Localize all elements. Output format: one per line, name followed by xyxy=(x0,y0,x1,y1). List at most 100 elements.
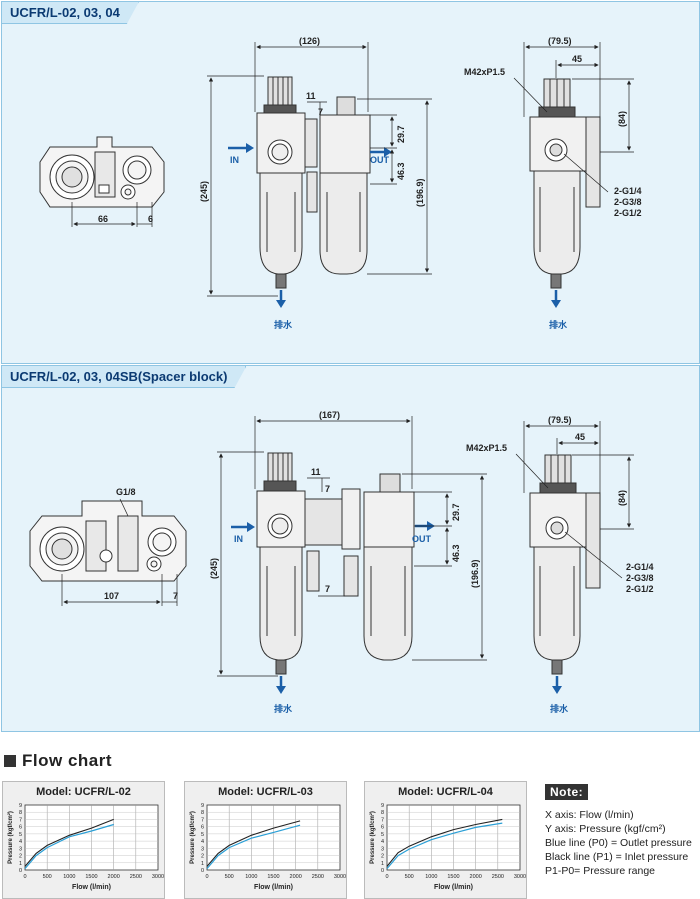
port-2: 2-G3/8 xyxy=(614,197,642,207)
y-tick-label: 4 xyxy=(201,839,204,845)
y-tick-label: 6 xyxy=(381,825,384,831)
dim-7-bottom: 7 xyxy=(173,591,178,601)
y-tick-label: 0 xyxy=(19,868,22,874)
y-axis-label: Pressure (kgf/cm²) xyxy=(369,811,376,864)
g18-label: G1/8 xyxy=(116,487,136,497)
y-tick-label: 8 xyxy=(201,810,204,816)
x-tick-label: 1500 xyxy=(85,874,97,880)
drawing-panel-2: 107 7 G1/8 IN OUT 排水 xyxy=(1,365,700,732)
section-title-1: UCFR/L-02, 03, 04 xyxy=(2,2,139,24)
dim-245: (245) xyxy=(199,181,209,202)
drawing-2: 107 7 G1/8 IN OUT 排水 xyxy=(29,410,654,714)
y-tick-label: 7 xyxy=(201,817,204,823)
y-tick-label: 0 xyxy=(201,868,204,874)
x-tick-label: 2000 xyxy=(470,874,482,880)
side-view xyxy=(529,78,601,289)
port-2-2: 2-G3/8 xyxy=(626,573,654,583)
y-tick-label: 9 xyxy=(19,803,22,809)
drain-arrow-2 xyxy=(276,676,286,694)
note-line-4: Black line (P1) = Inlet pressure xyxy=(545,851,689,863)
front-view-2 xyxy=(256,452,415,675)
port-1-2: 2-G1/4 xyxy=(626,562,654,572)
note-line-5: P1-P0= Pressure range xyxy=(545,865,656,877)
in-arrow-2 xyxy=(231,522,255,532)
x-tick-label: 3000 xyxy=(514,874,526,880)
side-drain-arrow-2 xyxy=(552,676,562,694)
series-outlet-pressure xyxy=(24,823,114,869)
y-tick-label: 1 xyxy=(381,861,384,867)
y-tick-label: 4 xyxy=(381,839,384,845)
y-axis-label: Pressure (kgf/cm²) xyxy=(189,811,196,864)
y-tick-label: 8 xyxy=(381,810,384,816)
y-tick-label: 1 xyxy=(19,861,22,867)
side-dim-45: 45 xyxy=(572,54,582,64)
dim-11: 11 xyxy=(306,91,316,101)
x-axis-label: Flow (l/min) xyxy=(72,884,111,891)
dim-7: 7 xyxy=(318,107,323,117)
y-tick-label: 7 xyxy=(381,817,384,823)
side-dim-84-2: (84) xyxy=(617,490,627,506)
y-tick-label: 1 xyxy=(201,861,204,867)
in-label-2: IN xyxy=(234,534,243,544)
x-tick-label: 1500 xyxy=(447,874,459,880)
dim-46-3-2: 46.3 xyxy=(451,544,461,562)
y-tick-label: 3 xyxy=(201,846,204,852)
x-axis-label: Flow (l/min) xyxy=(254,884,293,891)
y-tick-label: 5 xyxy=(381,832,384,838)
dim-107: 107 xyxy=(104,591,119,601)
side-drain-label: 排水 xyxy=(549,319,568,330)
series-inlet-pressure xyxy=(386,818,503,867)
y-tick-label: 2 xyxy=(201,854,204,860)
x-tick-label: 3000 xyxy=(334,874,346,880)
drain-arrow xyxy=(276,290,286,308)
side-drain-arrow xyxy=(551,290,561,308)
y-tick-label: 8 xyxy=(19,810,22,816)
dim-29-7-2: 29.7 xyxy=(451,503,461,521)
dim-7-3: 7 xyxy=(325,584,330,594)
port-3: 2-G1/2 xyxy=(614,208,642,218)
y-tick-label: 4 xyxy=(19,839,22,845)
side-dim-84: (84) xyxy=(617,111,627,127)
series-inlet-pressure xyxy=(206,820,301,867)
x-tick-label: 1000 xyxy=(63,874,75,880)
series-outlet-pressure xyxy=(206,824,301,869)
section-title-2: UCFR/L-02, 03, 04SB(Spacer block) xyxy=(2,366,246,388)
x-tick-label: 1000 xyxy=(245,874,257,880)
dim-66: 66 xyxy=(98,214,108,224)
note-heading: Note: xyxy=(545,784,589,800)
y-tick-label: 0 xyxy=(381,868,384,874)
x-tick-label: 2500 xyxy=(492,874,504,880)
drain-label-2: 排水 xyxy=(274,703,293,714)
x-tick-label: 3000 xyxy=(152,874,164,880)
side-dim-79-5-2: (79.5) xyxy=(548,415,572,425)
drawing-panel-1: 66 6 IN OU xyxy=(1,1,700,364)
y-tick-label: 7 xyxy=(19,817,22,823)
series-outlet-pressure xyxy=(386,822,503,869)
y-tick-label: 3 xyxy=(19,846,22,852)
dim-167: (167) xyxy=(319,410,340,420)
y-tick-label: 9 xyxy=(381,803,384,809)
chart-title: Model: UCFR/L-03 xyxy=(218,786,313,798)
out-label-2: OUT xyxy=(412,534,432,544)
thread-label: M42xP1.5 xyxy=(464,67,505,77)
note-line-3: Blue line (P0) = Outlet pressure xyxy=(545,837,692,849)
dim-7-2: 7 xyxy=(325,484,330,494)
in-label: IN xyxy=(230,155,239,165)
y-tick-label: 3 xyxy=(381,846,384,852)
drawing-1: 66 6 IN OU xyxy=(39,36,642,330)
x-tick-label: 1500 xyxy=(267,874,279,880)
dim-196-9: (196.9) xyxy=(415,178,425,207)
chart-title: Model: UCFR/L-04 xyxy=(398,786,493,798)
y-tick-label: 2 xyxy=(381,854,384,860)
out-arrow xyxy=(370,147,392,157)
thread-label-2: M42xP1.5 xyxy=(466,443,507,453)
x-tick-label: 0 xyxy=(23,874,26,880)
y-axis-label: Pressure (kgf/cm²) xyxy=(7,811,14,864)
x-tick-label: 0 xyxy=(205,874,208,880)
x-tick-label: 1000 xyxy=(425,874,437,880)
